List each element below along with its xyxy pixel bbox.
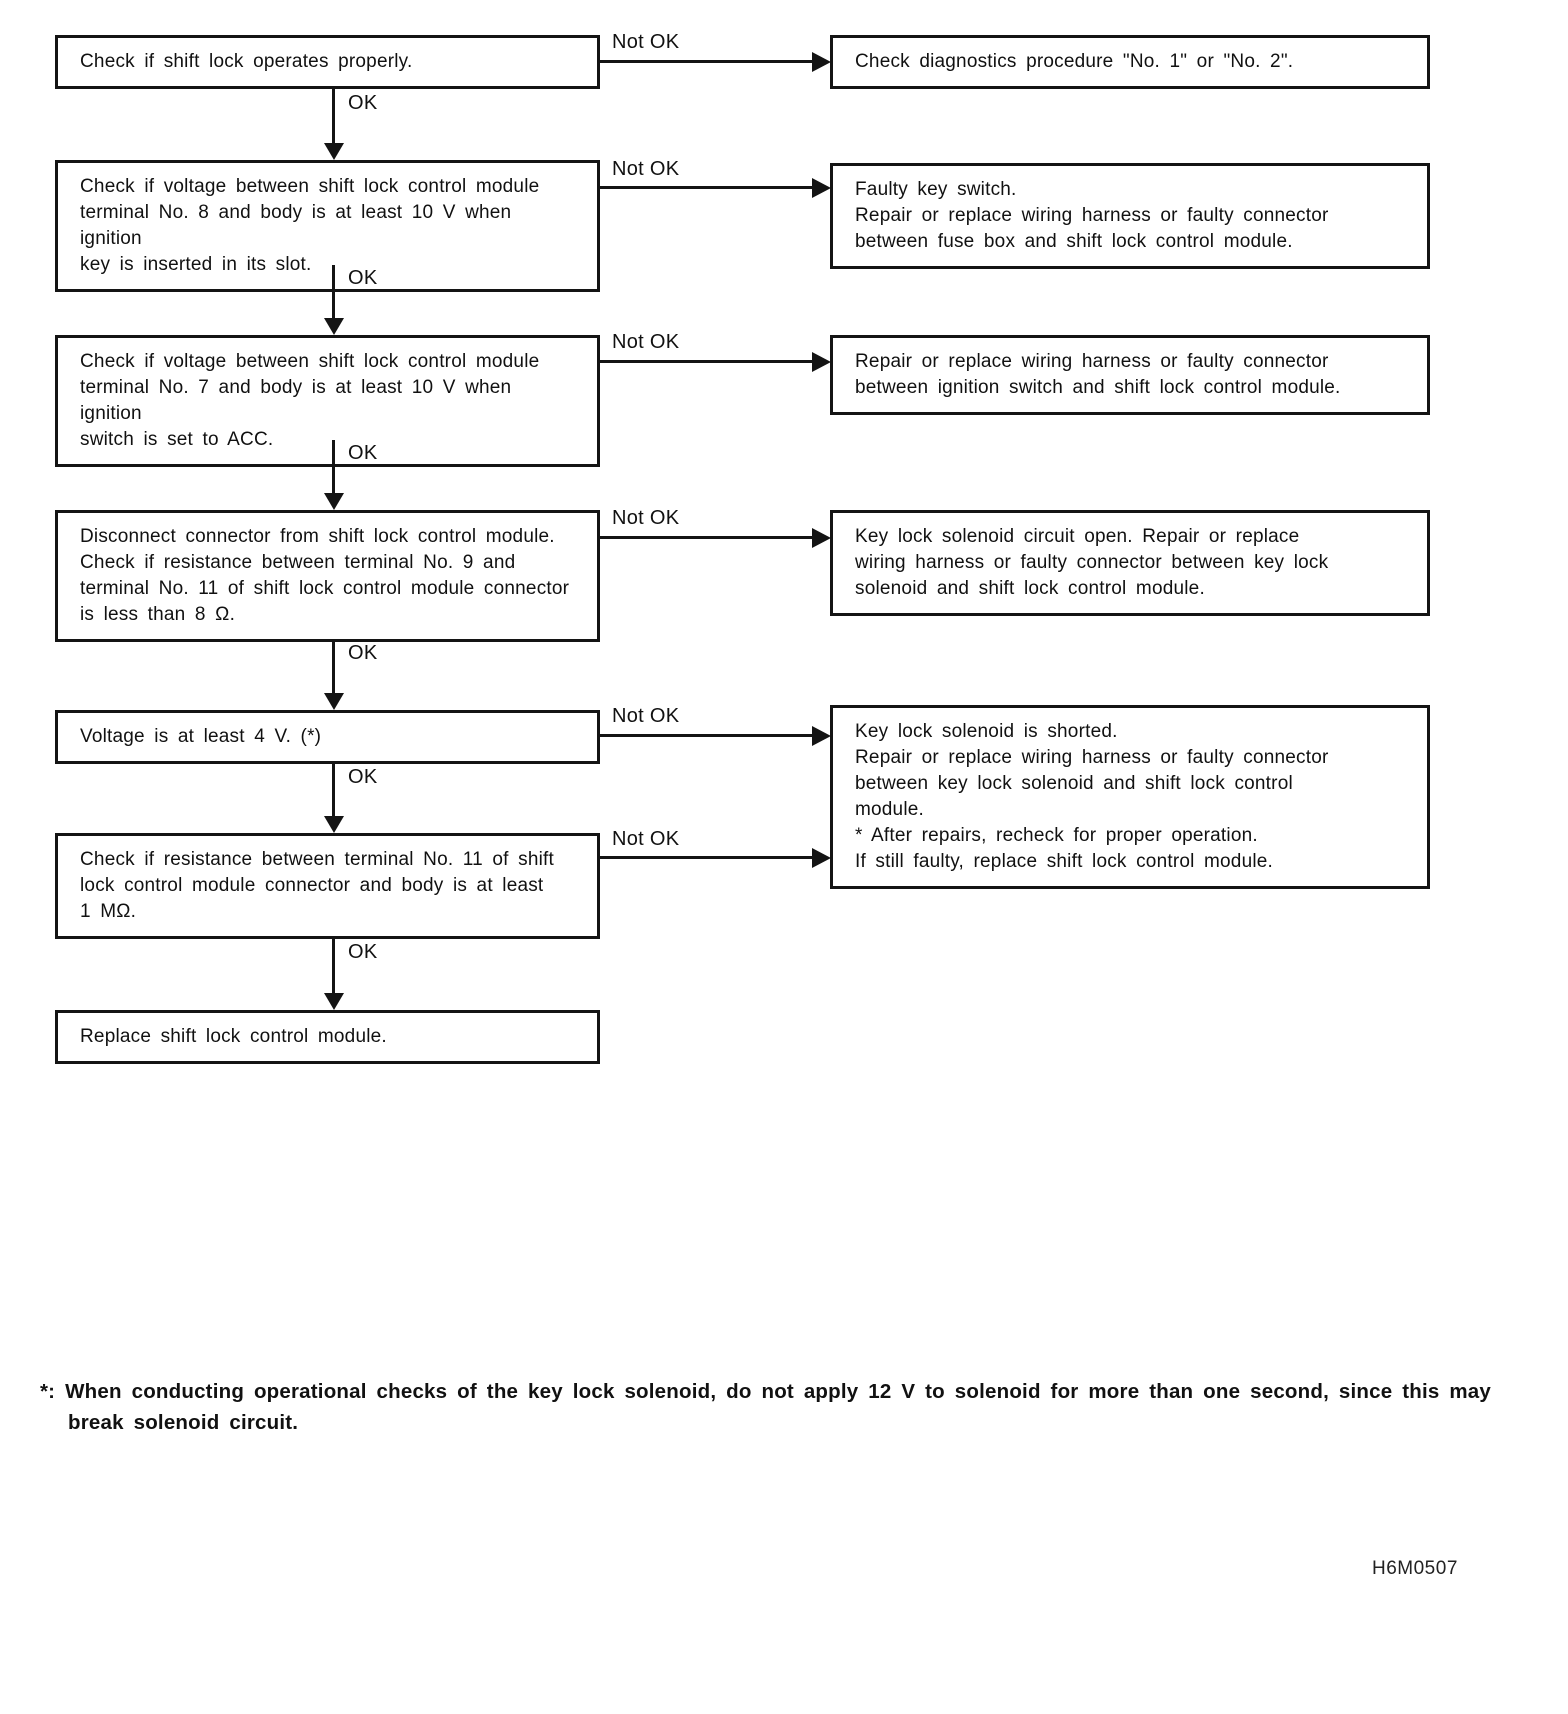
box-text-line: Key lock solenoid is shorted. [855,721,1118,742]
box-text-line: between ignition switch and shift lock c… [855,377,1341,398]
ok-connector-line-5 [332,764,335,817]
arrow-down-icon [324,816,344,833]
box-text-line: between key lock solenoid and shift lock… [855,773,1293,794]
ok-label: OK [348,442,378,464]
ok-label: OK [348,642,378,664]
not-ok-connector-line-5 [600,734,814,737]
not-ok-connector-line-4 [600,536,814,539]
footnote: *: When conducting operational checks of… [40,1380,1491,1434]
arrow-down-icon [324,693,344,710]
arrow-right-icon [812,726,831,746]
box-text-line: terminal No. 7 and body is at least 10 V… [80,377,512,424]
ok-connector-line-4 [332,640,335,694]
flow-step-terminal11-insulation: Check if resistance between terminal No.… [55,833,600,939]
box-text-line: between fuse box and shift lock control … [855,231,1293,252]
box-text-line: Key lock solenoid circuit open. Repair o… [855,526,1300,547]
box-text-line: 1 MΩ. [80,901,137,922]
box-text-line: module. [855,799,924,820]
not-ok-connector-line-6 [600,856,814,859]
ok-connector-line-6 [332,938,335,994]
figure-code: H6M0507 [1372,1558,1458,1579]
box-text-line: Faulty key switch. [855,179,1017,200]
arrow-down-icon [324,493,344,510]
box-text-line: Check if shift lock operates properly. [80,51,413,72]
box-text-line: Check if resistance between terminal No.… [80,849,554,870]
ok-label: OK [348,941,378,963]
arrow-right-icon [812,178,831,198]
flow-step-replace-module: Replace shift lock control module. [55,1010,600,1064]
not-ok-label: Not OK [612,705,680,727]
ok-connector-line-1 [332,89,335,144]
not-ok-connector-line-2 [600,186,814,189]
box-text-line: Check diagnostics procedure "No. 1" or "… [855,51,1294,72]
arrow-down-icon [324,143,344,160]
box-text-line: Voltage is at least 4 V. (*) [80,726,322,747]
flow-step-terminal8-voltage: Check if voltage between shift lock cont… [55,160,600,292]
flow-step-voltage-4v: Voltage is at least 4 V. (*) [55,710,600,764]
ok-label: OK [348,92,378,114]
flow-result-solenoid-shorted: Key lock solenoid is shorted. Repair or … [830,705,1430,889]
box-text-line: is less than 8 Ω. [80,604,236,625]
flow-step-solenoid-resistance: Disconnect connector from shift lock con… [55,510,600,642]
arrow-right-icon [812,528,831,548]
arrow-right-icon [812,52,831,72]
not-ok-label: Not OK [612,828,680,850]
box-text-line: Check if voltage between shift lock cont… [80,351,540,372]
box-text-line: terminal No. 11 of shift lock control mo… [80,578,570,599]
ok-connector-line-2 [332,265,335,319]
box-text-line: key is inserted in its slot. [80,254,312,275]
flow-result-diagnostics-procedure: Check diagnostics procedure "No. 1" or "… [830,35,1430,89]
arrow-down-icon [324,318,344,335]
not-ok-connector-line-3 [600,360,814,363]
not-ok-label: Not OK [612,331,680,353]
box-text-line: Repair or replace wiring harness or faul… [855,205,1329,226]
ok-connector-line-3 [332,440,335,494]
arrow-down-icon [324,993,344,1010]
box-text-line: switch is set to ACC. [80,429,274,450]
arrow-right-icon [812,352,831,372]
box-text-line: Repair or replace wiring harness or faul… [855,351,1329,372]
not-ok-connector-line-1 [600,60,814,63]
box-text-line: Disconnect connector from shift lock con… [80,526,555,547]
flow-result-ignition-harness: Repair or replace wiring harness or faul… [830,335,1430,415]
box-text-line: Replace shift lock control module. [80,1026,387,1047]
flow-result-solenoid-open: Key lock solenoid circuit open. Repair o… [830,510,1430,616]
box-text-line: Check if voltage between shift lock cont… [80,176,540,197]
box-text-line: terminal No. 8 and body is at least 10 V… [80,202,512,249]
box-text-line: solenoid and shift lock control module. [855,578,1205,599]
flow-step-shift-lock-operation: Check if shift lock operates properly. [55,35,600,89]
flow-step-terminal7-voltage: Check if voltage between shift lock cont… [55,335,600,467]
flow-result-faulty-key-switch: Faulty key switch. Repair or replace wir… [830,163,1430,269]
not-ok-label: Not OK [612,158,680,180]
not-ok-label: Not OK [612,31,680,53]
box-text-line: Repair or replace wiring harness or faul… [855,747,1329,768]
box-text-line: * After repairs, recheck for proper oper… [855,825,1258,846]
box-text-line: lock control module connector and body i… [80,875,544,896]
ok-label: OK [348,766,378,788]
arrow-right-icon [812,848,831,868]
box-text-line: wiring harness or faulty connector betwe… [855,552,1329,573]
box-text-line: If still faulty, replace shift lock cont… [855,851,1274,872]
not-ok-label: Not OK [612,507,680,529]
box-text-line: Check if resistance between terminal No.… [80,552,516,573]
ok-label: OK [348,267,378,289]
